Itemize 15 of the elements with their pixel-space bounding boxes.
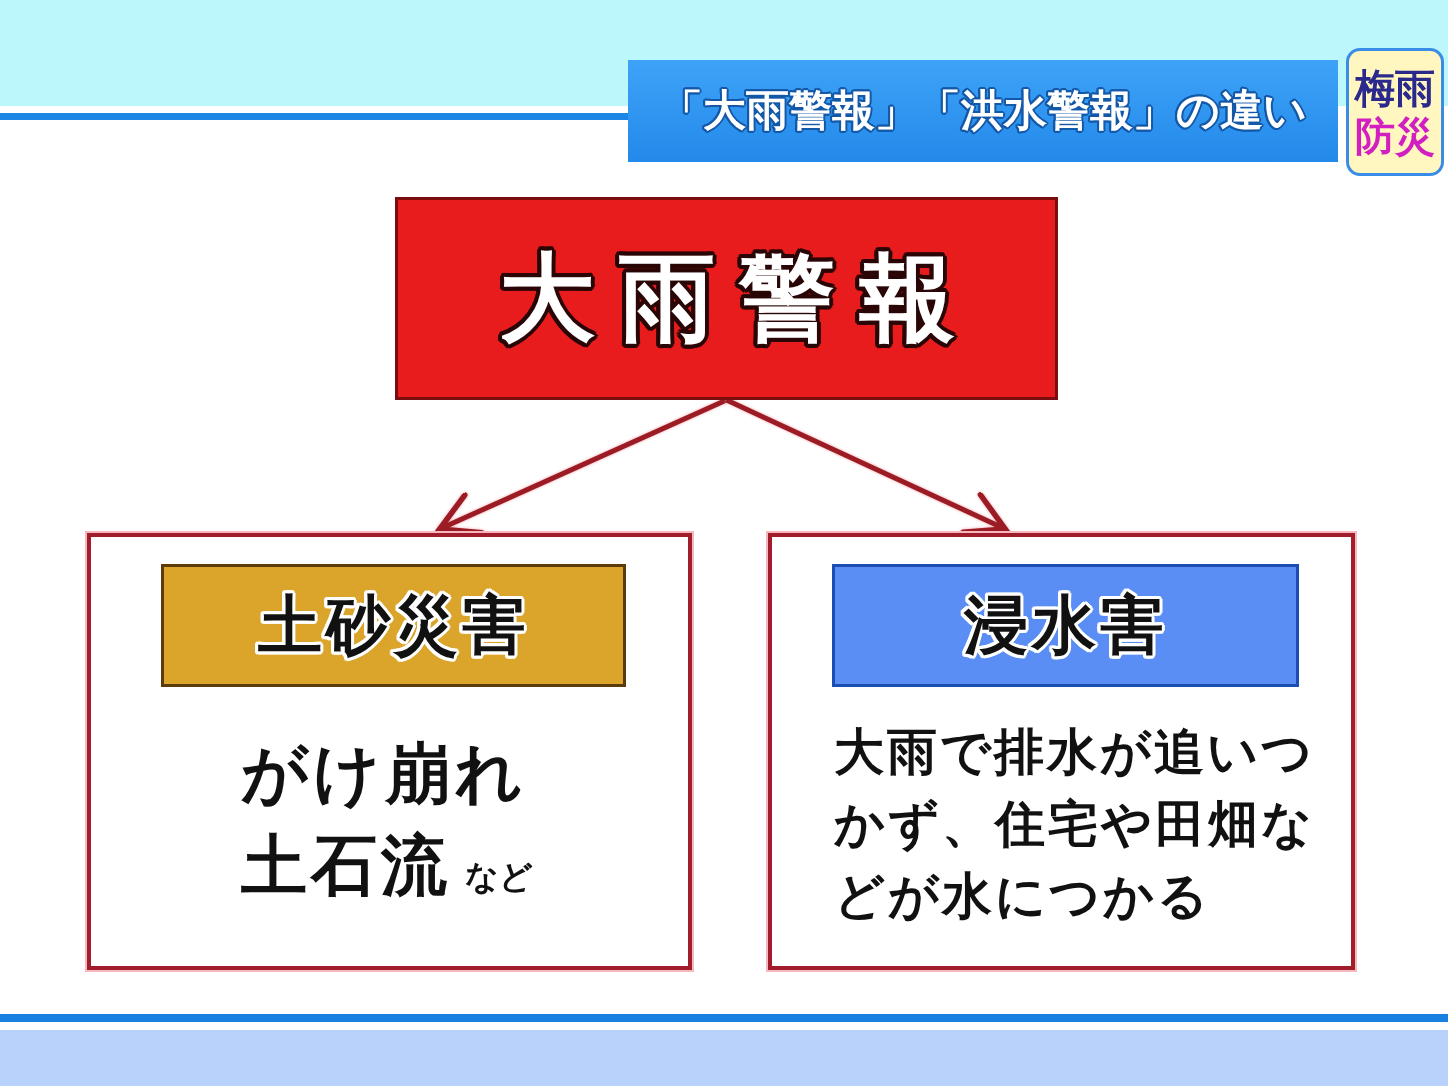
description-text: 大雨で排水が追いつかず、住宅や田畑などが水につかる	[834, 722, 1316, 927]
category-band	[161, 564, 626, 687]
alert-title: 大雨警報	[498, 245, 979, 352]
alert-box	[395, 197, 1058, 400]
note-text: など	[465, 857, 533, 896]
category-heading: 土砂災害	[257, 590, 530, 661]
category-panel	[87, 533, 692, 970]
title-banner: 「大雨警報」「洪水警報」の違い	[628, 60, 1338, 162]
tag-text: 防災	[1355, 112, 1435, 160]
tag-text: 梅雨	[1355, 64, 1435, 112]
item-text: がけ崩れ	[241, 735, 527, 812]
category-panel	[768, 533, 1355, 970]
category-band	[832, 564, 1299, 687]
category-heading: 浸水害	[963, 590, 1168, 661]
item-text: 土石流	[241, 827, 451, 904]
